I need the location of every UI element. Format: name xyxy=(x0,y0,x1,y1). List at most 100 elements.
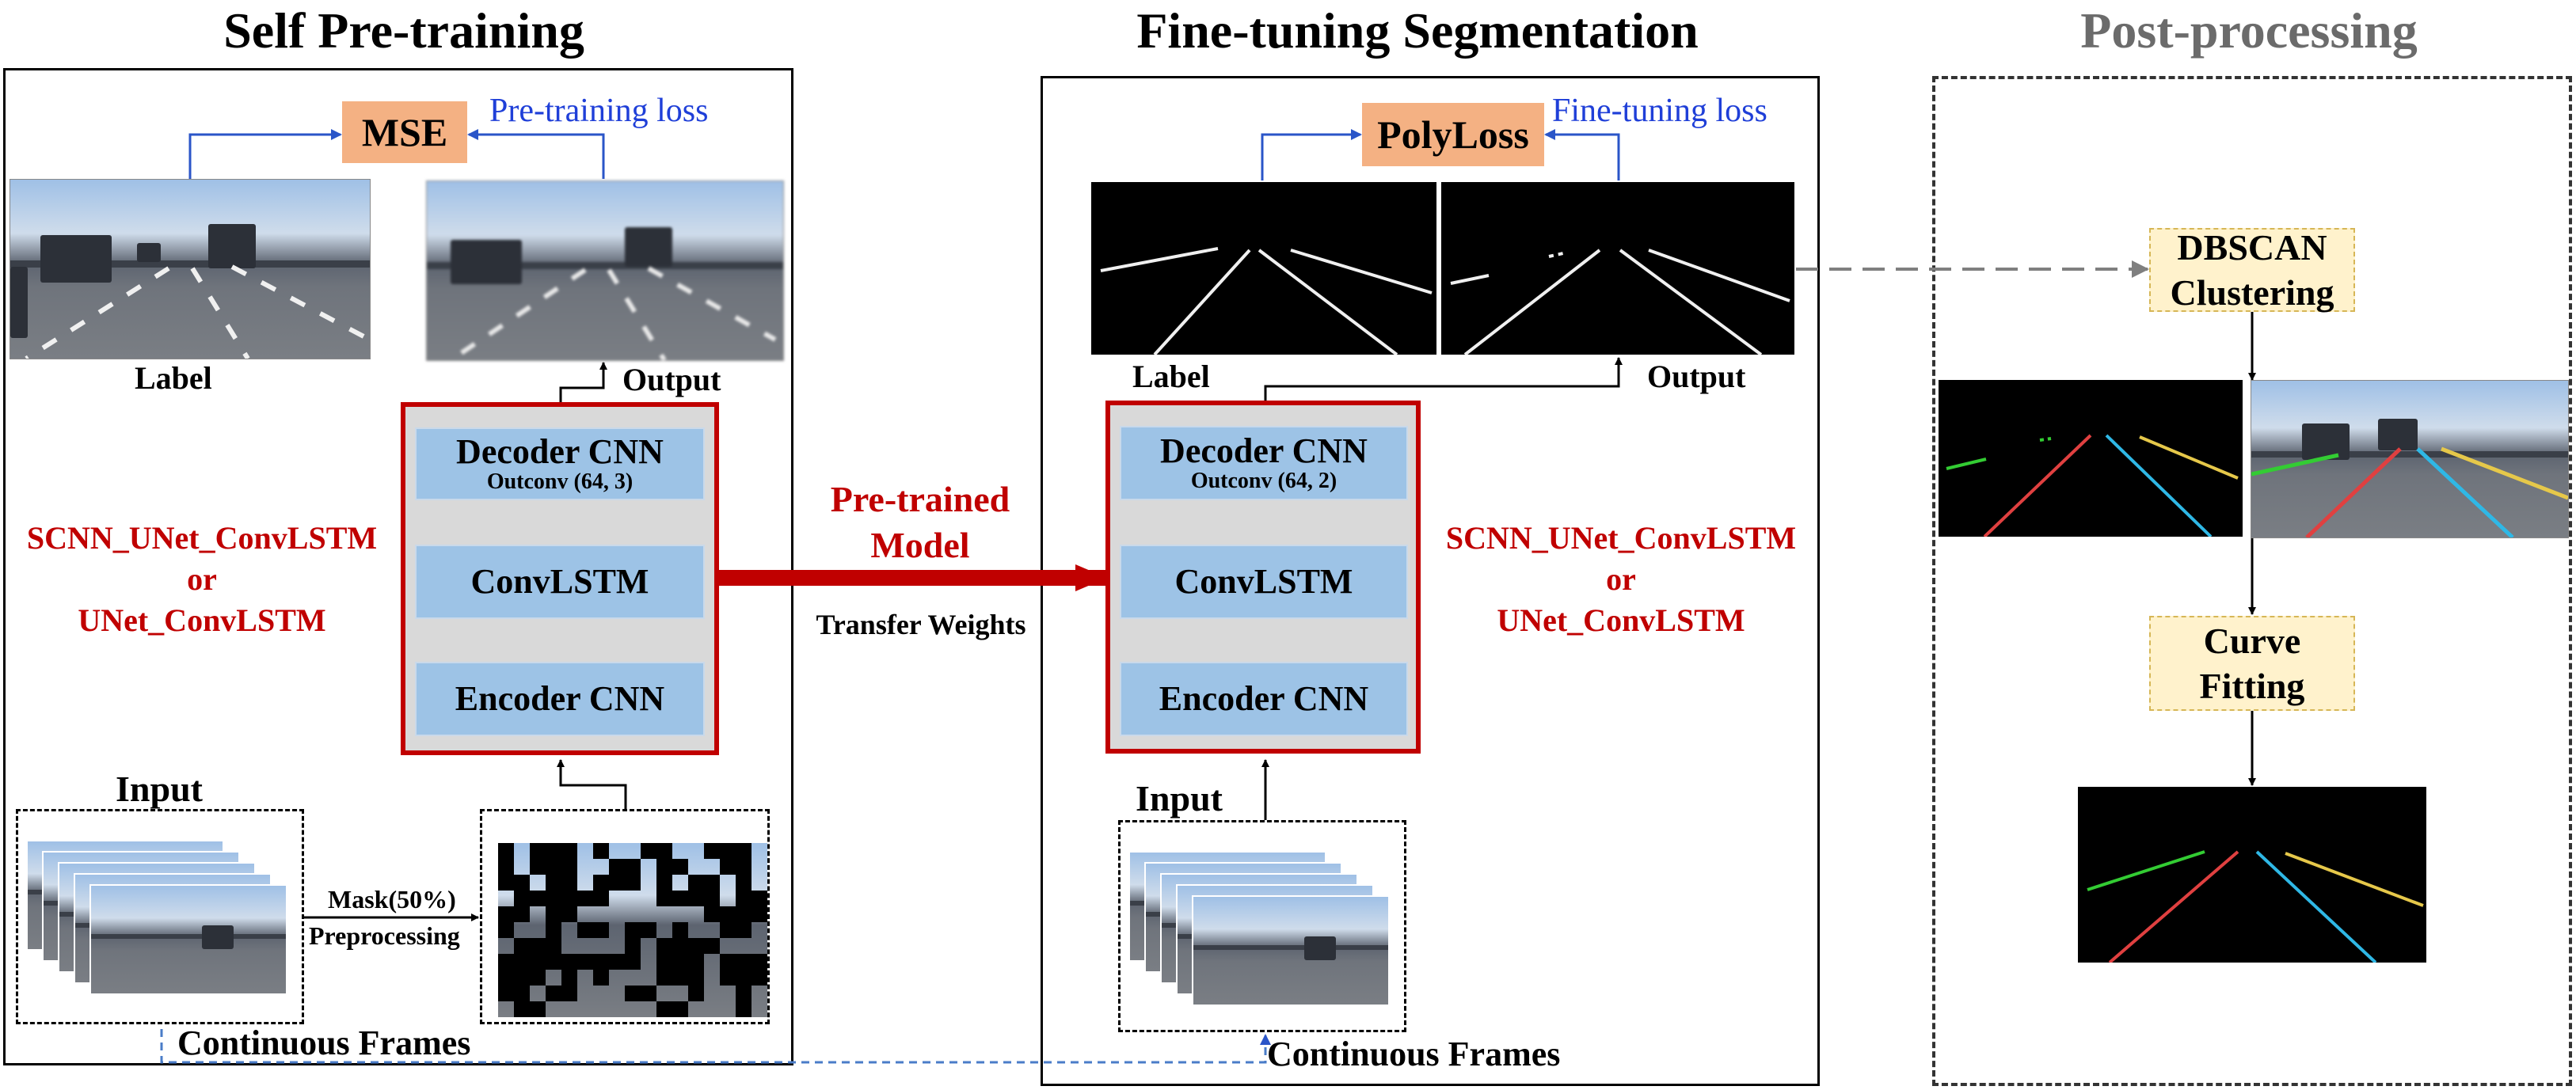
mask-cell xyxy=(546,875,561,891)
finetuning-loss-label: Fine-tuning loss xyxy=(1552,93,1767,129)
pretrain-label-to-mse xyxy=(188,129,342,179)
mask-cell xyxy=(736,922,751,938)
mask-cell xyxy=(736,843,751,859)
pretrained-model-line2: Model xyxy=(870,525,970,565)
mask-cell xyxy=(530,954,546,970)
mask-cell xyxy=(625,938,641,954)
finetune-frames-caption: Continuous Frames xyxy=(1267,1035,1561,1073)
mask-cell xyxy=(546,954,561,970)
mask-cell xyxy=(656,843,672,859)
finetune-output-caption: Output xyxy=(1647,359,1746,394)
mask-cell xyxy=(593,843,609,859)
dbscan-line2: Clustering xyxy=(2170,272,2334,313)
curve-line1: Curve xyxy=(2203,620,2301,661)
pretrain-input-frames xyxy=(16,809,304,1024)
mask-cell xyxy=(641,922,656,938)
mask-cell xyxy=(577,922,593,938)
finetune-convlstm-block: ConvLSTM xyxy=(1120,545,1408,619)
finetune-model-or: or xyxy=(1606,561,1636,597)
mask-cell xyxy=(641,986,656,1001)
mask-cell xyxy=(514,875,530,891)
mask-cell xyxy=(609,954,625,970)
title-fine-tuning: Fine-tuning Segmentation xyxy=(1136,2,1699,59)
mask-cell xyxy=(625,875,641,891)
mask-cell xyxy=(546,891,561,906)
mask-cell xyxy=(672,891,688,906)
curve-line2: Fitting xyxy=(2199,666,2305,706)
masked-frame-grid xyxy=(498,843,767,1017)
mask-cell xyxy=(720,922,736,938)
mask-cell xyxy=(530,970,546,986)
finetune-output-mask xyxy=(1441,182,1794,355)
mask-cell xyxy=(530,938,546,954)
finetune-convlstm-label: ConvLSTM xyxy=(1174,561,1353,601)
mask-cell xyxy=(688,875,704,891)
pretrain-decoder-label: Decoder CNN xyxy=(456,431,664,471)
mask-cell xyxy=(672,859,688,875)
mask-cell xyxy=(736,970,751,986)
clustered-lane-mask xyxy=(1939,380,2243,537)
mask-cell xyxy=(498,970,514,986)
mask-cell xyxy=(720,906,736,922)
mask-cell xyxy=(672,938,688,954)
mask-cell xyxy=(514,954,530,970)
mask-cell xyxy=(498,986,514,1001)
mask-cell xyxy=(720,843,736,859)
pretrain-encoder-label: Encoder CNN xyxy=(455,678,665,718)
mask-cell xyxy=(514,986,530,1001)
finetune-output-to-polyloss xyxy=(1544,129,1620,180)
transfer-weights-label: Transfer Weights xyxy=(816,609,1026,640)
mask-cell xyxy=(498,906,514,922)
finetune-label-to-polyloss xyxy=(1261,129,1362,180)
mask-cell xyxy=(672,970,688,986)
mask-cell xyxy=(704,843,720,859)
mask-cell xyxy=(514,891,530,906)
finetune-decoder-sub: Outconv (64, 2) xyxy=(1190,468,1337,493)
mask-cell xyxy=(561,859,577,875)
mask-cell xyxy=(546,922,561,938)
mask-cell xyxy=(720,859,736,875)
mask-cell xyxy=(672,1001,688,1017)
mask-cell xyxy=(561,906,577,922)
finetune-label-caption: Label xyxy=(1132,359,1210,394)
finetune-input-frames xyxy=(1118,820,1406,1032)
panel-self-pretraining xyxy=(3,68,793,1065)
mask-cell xyxy=(498,875,514,891)
mask-cell xyxy=(577,891,593,906)
mask-cell xyxy=(656,938,672,954)
mask-cell xyxy=(704,938,720,954)
mask-cell xyxy=(688,970,704,986)
mask-cell xyxy=(688,938,704,954)
mask-cell xyxy=(514,938,530,954)
mask-cell xyxy=(546,843,561,859)
pretrain-label-caption: Label xyxy=(135,360,212,396)
pretrained-model-line1: Pre-trained xyxy=(830,479,1010,519)
mask-cell xyxy=(530,859,546,875)
mask-cell xyxy=(656,970,672,986)
clustered-lane-overlay xyxy=(2251,380,2569,538)
mask-cell xyxy=(751,906,767,922)
mask-cell xyxy=(736,954,751,970)
mask-cell xyxy=(593,954,609,970)
mask-cell xyxy=(593,970,609,986)
mask-cell xyxy=(751,891,767,906)
mask-cell xyxy=(625,859,641,875)
mask-cell xyxy=(736,859,751,875)
mask-cell xyxy=(641,843,656,859)
pretrain-model-or: or xyxy=(187,561,217,597)
mask-cell xyxy=(704,875,720,891)
mask-cell xyxy=(561,891,577,906)
mask-cell xyxy=(704,906,720,922)
mask-cell xyxy=(561,986,577,1001)
mask-cell xyxy=(656,954,672,970)
pretrain-convlstm-label: ConvLSTM xyxy=(470,561,649,601)
mask-cell xyxy=(625,986,641,1001)
pretrain-frames-caption: Continuous Frames xyxy=(177,1024,471,1062)
pretrain-output-to-mse xyxy=(467,129,605,179)
mask-cell xyxy=(530,843,546,859)
mask-cell xyxy=(609,875,625,891)
mask-cell xyxy=(688,986,704,1001)
finetune-model-name-1: SCNN_UNet_ConvLSTM xyxy=(1445,520,1797,556)
mask-cell xyxy=(577,954,593,970)
